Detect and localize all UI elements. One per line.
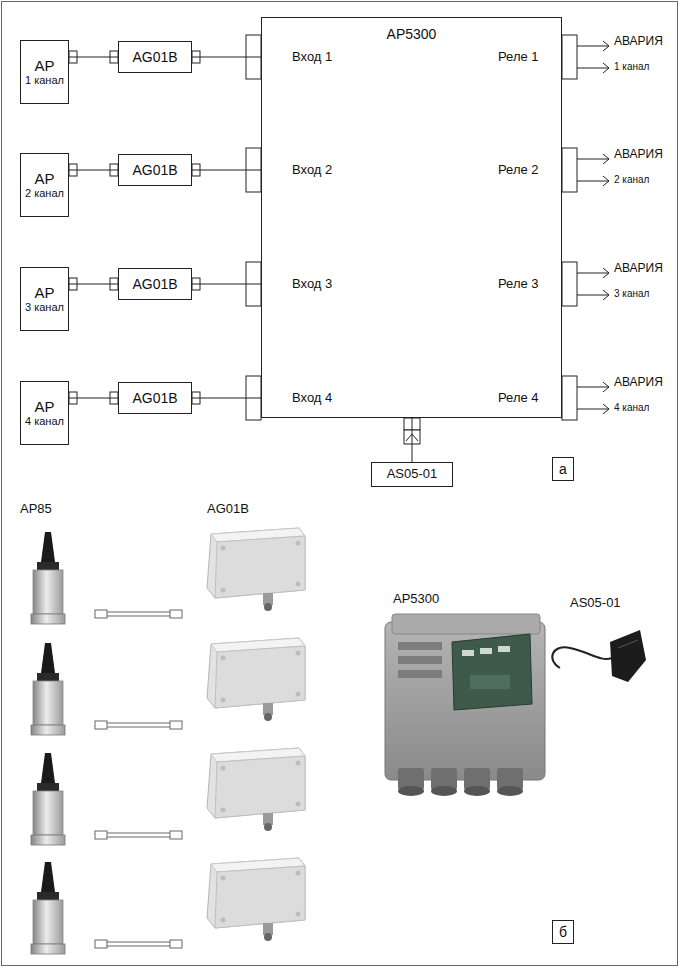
amplifier-box: AG01B — [118, 154, 192, 186]
box-subtitle: 3 канал — [25, 301, 64, 314]
part-name: AP85 — [20, 502, 52, 517]
port-name: Реле 4 — [498, 391, 539, 406]
box-title: AG01B — [132, 49, 177, 65]
wire-connector — [412, 418, 413, 462]
sensor-box: AP1 канал — [20, 40, 69, 104]
unit-box: AP5300Вход 1 Реле 1 Вход 2 Реле 2 Вход 3 Реле… — [261, 17, 562, 418]
wire-connector — [192, 170, 261, 171]
adapter-photo — [552, 630, 646, 682]
amplifier-box: AG01B — [118, 382, 192, 414]
port-name: Реле 3 — [498, 277, 539, 292]
box-subtitle: 4 канал — [25, 415, 64, 428]
port-name: Вход 2 — [292, 163, 332, 178]
wire-connector — [69, 398, 118, 399]
box-title: AG01B — [132, 276, 177, 292]
channel-label: 1 канал — [614, 61, 649, 73]
channel-label: 2 канал — [614, 174, 649, 186]
port-symbols — [69, 35, 609, 420]
adapter-box: AS05-01 — [371, 462, 453, 487]
port-name: Вход 4 — [292, 391, 332, 406]
box-subtitle: 1 канал — [25, 74, 64, 87]
box-title: а — [559, 461, 567, 477]
port-name: Вход 3 — [292, 277, 332, 292]
sensor-box: AP4 канал — [20, 381, 69, 445]
unit-photo — [385, 614, 545, 796]
port-name: Вход 1 — [292, 50, 332, 65]
box-title: AG01B — [132, 390, 177, 406]
port-name: Реле 1 — [498, 50, 539, 65]
box-title: AP — [34, 170, 54, 187]
sensor-box: AP2 канал — [20, 153, 69, 217]
part-name: AG01B — [207, 502, 249, 517]
alarm-label: АВАРИЯ — [614, 35, 663, 49]
panel-tag: б — [552, 920, 574, 944]
part-name: AP5300 — [393, 592, 439, 607]
sensor-box: AP3 канал — [20, 267, 69, 331]
port-name: Реле 2 — [498, 163, 539, 178]
wire-connector — [69, 57, 118, 58]
amplifier-box: AG01B — [118, 268, 192, 300]
channel-label: 4 канал — [614, 402, 649, 414]
wire-connector — [192, 284, 261, 285]
box-title: AG01B — [132, 162, 177, 178]
cable-symbol — [95, 610, 182, 948]
box-subtitle: 2 канал — [25, 187, 64, 200]
channel-label: 3 канал — [614, 288, 649, 300]
wire-connector — [69, 284, 118, 285]
alarm-label: АВАРИЯ — [614, 262, 663, 276]
box-title: AP — [34, 398, 54, 415]
box-title: AS05-01 — [387, 467, 438, 482]
amplifier-box: AG01B — [118, 41, 192, 73]
amplifier-photo — [207, 528, 305, 941]
wire-connector — [192, 57, 261, 58]
box-title: AP — [34, 57, 54, 74]
box-title: б — [559, 924, 567, 940]
box-title: AP — [34, 284, 54, 301]
sensor-photo — [31, 532, 65, 954]
alarm-label: АВАРИЯ — [614, 148, 663, 162]
device-title: AP5300 — [262, 26, 561, 42]
part-name: AS05-01 — [570, 596, 621, 611]
wire-connector — [69, 170, 118, 171]
panel-tag: а — [552, 457, 574, 481]
alarm-label: АВАРИЯ — [614, 376, 663, 390]
wire-connector — [192, 398, 261, 399]
